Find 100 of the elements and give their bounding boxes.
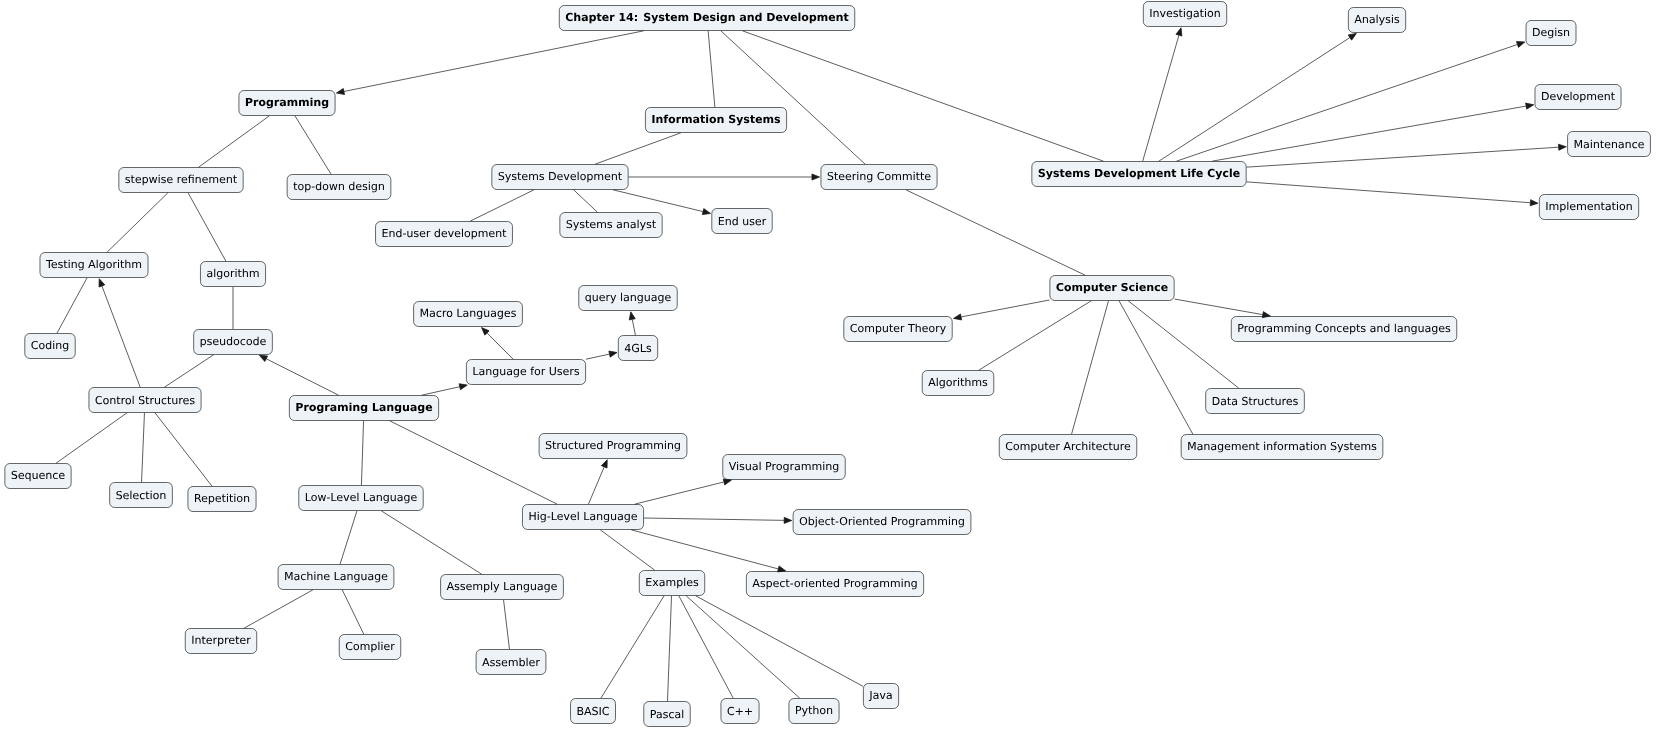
arrow	[631, 529, 787, 573]
concept-box: algorithm	[200, 261, 266, 287]
connector-line	[389, 420, 558, 505]
connector-line	[600, 595, 665, 699]
connector-line	[1071, 300, 1109, 435]
concept-box: Java	[863, 683, 899, 709]
concept-box: Aspect-oriented Programming	[746, 571, 924, 597]
arrow	[953, 299, 1050, 321]
arrow	[628, 311, 636, 336]
arrow	[259, 354, 339, 396]
concept-box: Assembler	[475, 649, 547, 675]
arrow	[1246, 143, 1567, 168]
concept-box: Management information Systems	[1180, 434, 1384, 460]
concept-box: Structured Programming	[538, 433, 688, 459]
concept-box: Computer Architecture	[998, 434, 1138, 460]
arrow	[588, 459, 608, 505]
connector-line	[56, 277, 88, 334]
concept-box: query language	[578, 285, 678, 311]
connector-line	[707, 30, 716, 108]
arrow	[634, 478, 732, 505]
arrow	[1176, 41, 1526, 162]
concept-box: Sequence	[4, 463, 72, 489]
connector-line	[667, 595, 672, 702]
concept-box: Analysis	[1348, 7, 1406, 33]
connector-line	[294, 115, 332, 175]
concept-box: End user	[711, 208, 773, 234]
concept-box: Object-Oriented Programming	[792, 509, 972, 535]
concept-box: Degisn	[1525, 20, 1577, 46]
connector-line	[503, 599, 510, 650]
arrow	[336, 30, 644, 95]
concept-box: Interpreter	[184, 628, 258, 654]
concept-box: stepwise refinement	[118, 167, 244, 193]
concept-box: Development	[1534, 84, 1622, 110]
connector-line	[55, 412, 128, 464]
concept-box: C++	[720, 698, 760, 724]
arrow	[1211, 102, 1535, 162]
concept-box: End-user development	[375, 221, 513, 247]
concept-box: Hig-Level Language	[522, 504, 644, 530]
connector-line	[341, 589, 365, 635]
concept-box: Data Structures	[1205, 388, 1305, 414]
concept-box: Repetition	[187, 486, 257, 512]
concept-box: Selection	[109, 482, 173, 508]
connector-line	[198, 115, 270, 168]
concept-box: 4GLs	[617, 335, 659, 361]
concept-box: Complier	[338, 634, 402, 660]
connector-line	[141, 412, 145, 483]
arrow	[1142, 27, 1183, 162]
connector-line	[600, 529, 656, 571]
arrow	[628, 173, 820, 181]
connector-line	[678, 595, 734, 699]
arrow	[1246, 181, 1539, 207]
concept-box: Low-Level Language	[298, 485, 424, 511]
topic-box: Chapter 14: System Design and Development	[558, 5, 856, 31]
concept-box: Algorithms	[921, 370, 995, 396]
connector-line	[361, 420, 364, 486]
concept-box: Assemply Language	[440, 574, 564, 600]
arrow	[643, 516, 793, 524]
arrow	[585, 350, 618, 360]
concept-box: Machine Language	[277, 564, 395, 590]
concept-box: Testing Algorithm	[39, 252, 149, 278]
connector-line	[106, 192, 169, 253]
concept-box: Pascal	[643, 701, 691, 727]
concept-box: Macro Languages	[413, 301, 523, 327]
connector-line	[232, 286, 234, 330]
concept-box: Coding	[24, 333, 76, 359]
concept-box: Systems analyst	[559, 212, 663, 238]
arrow	[612, 189, 711, 215]
concept-box: Systems Development	[491, 164, 629, 190]
arrow	[98, 278, 141, 388]
concept-box: top-down design	[286, 174, 392, 200]
concept-box: Control Structures	[88, 387, 202, 413]
concept-box: Maintenance	[1567, 131, 1651, 157]
concept-box: Visual Programming	[722, 454, 846, 480]
arrow	[421, 383, 468, 396]
concept-box: pseudocode	[193, 329, 273, 355]
topic-box: Systems Development Life Cycle	[1031, 161, 1247, 187]
connector-line	[339, 510, 358, 565]
connector-line	[381, 510, 482, 575]
connector-line	[187, 192, 227, 262]
connector-line	[720, 30, 866, 165]
connector-line	[573, 189, 598, 213]
concept-box: Investigation	[1142, 1, 1228, 27]
connector-line	[742, 30, 1104, 162]
connector-line	[685, 595, 801, 699]
topic-box: Computer Science	[1049, 275, 1175, 301]
concept-box: Language for Users	[466, 359, 586, 385]
topic-box: Information Systems	[645, 107, 787, 133]
arrow	[1174, 298, 1271, 319]
concept-box: Steering Committe	[820, 164, 938, 190]
concept-box: Implementation	[1539, 194, 1640, 220]
connector-line	[1118, 300, 1194, 435]
concept-box: Examples	[638, 570, 706, 596]
concept-box: BASIC	[570, 698, 616, 724]
concept-box: Computer Theory	[843, 316, 953, 342]
topic-box: Programming	[238, 90, 336, 116]
connector-line	[905, 189, 1086, 276]
arrow	[1158, 33, 1357, 162]
connector-line	[594, 132, 682, 165]
connector-line	[243, 589, 314, 629]
topic-box: Programing Language	[289, 395, 439, 421]
